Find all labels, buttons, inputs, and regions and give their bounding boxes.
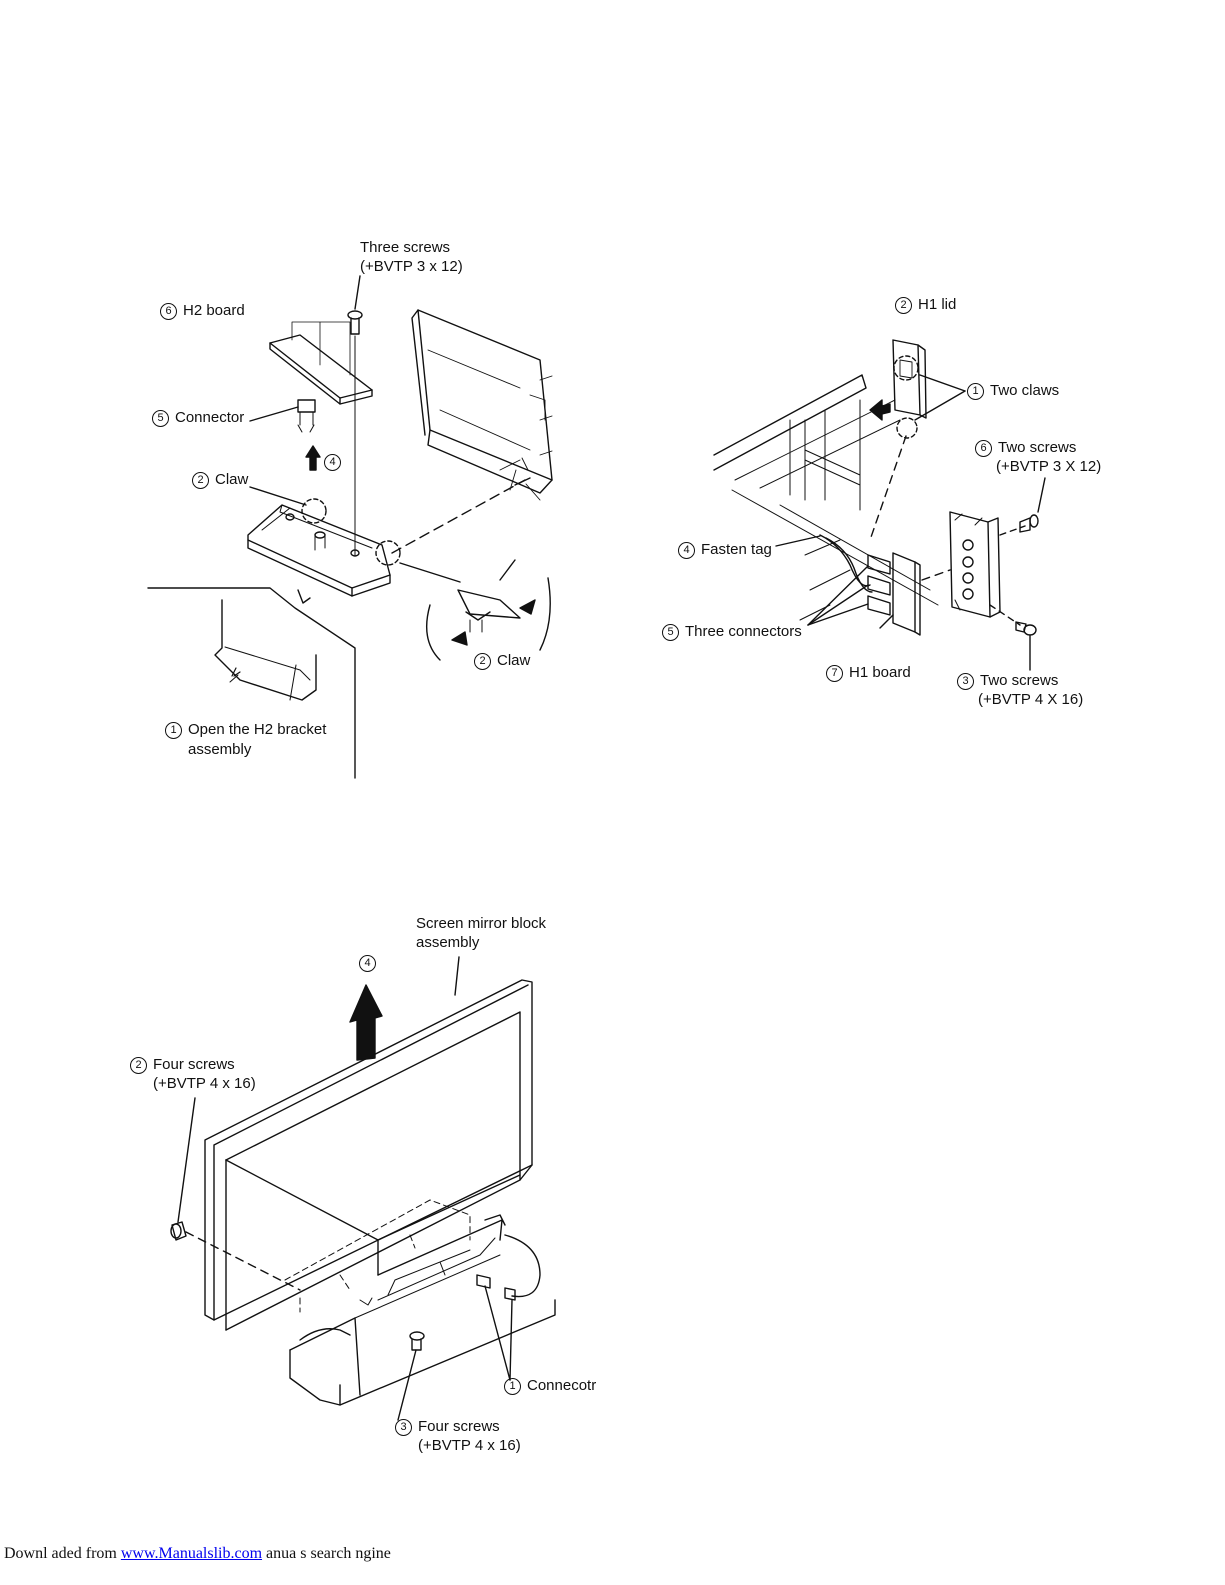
two-screws-text: Two screws <box>998 439 1077 456</box>
label-mirror-arrow-step: 4 <box>359 953 382 972</box>
step-number: 4 <box>324 454 341 471</box>
footer-prefix: Downl aded from <box>4 1545 121 1562</box>
h1-board-text: H1 board <box>849 664 911 681</box>
label-open-bracket-2: assembly <box>188 740 251 759</box>
h2-board-diagram <box>147 275 553 779</box>
claw-text: Claw <box>497 652 531 669</box>
four-screws-spec-text: (+BVTP 4 x 16) <box>153 1075 256 1092</box>
label-four-screws-bottom: 3 Four screws <box>395 1417 500 1436</box>
footer: Downl aded from www.Manualslib.com anua … <box>4 1545 391 1563</box>
step-number: 4 <box>359 955 376 972</box>
fasten-tag-text: Fasten tag <box>701 541 772 558</box>
step-number: 6 <box>160 303 177 320</box>
step-number: 7 <box>826 665 843 682</box>
label-four-screws-left-spec: (+BVTP 4 x 16) <box>153 1074 256 1093</box>
connector-text: Connecotr <box>527 1377 597 1394</box>
label-two-screws-top: 6 Two screws <box>975 438 1076 457</box>
step-number: 5 <box>662 624 679 641</box>
h2-board-text: H2 board <box>183 302 245 319</box>
label-open-bracket: 1 Open the H2 bracket <box>165 720 326 739</box>
four-screws-text: Four screws <box>153 1056 235 1073</box>
label-arrow-step: 4 <box>324 452 347 471</box>
step-number: 3 <box>957 673 974 690</box>
step-number: 2 <box>192 472 209 489</box>
step-number: 1 <box>504 1378 521 1395</box>
step-number: 1 <box>967 383 984 400</box>
label-two-screws-top-spec: (+BVTP 3 X 12) <box>996 457 1101 476</box>
h1-board-diagram <box>713 339 1046 671</box>
three-screws-spec-text: (+BVTP 3 x 12) <box>360 258 463 275</box>
two-screws-text: Two screws <box>980 672 1059 689</box>
label-mirror-block: Screen mirror block <box>416 914 546 933</box>
label-h2-board: 6 H2 board <box>160 301 245 320</box>
label-mirror-block-2: assembly <box>416 933 479 952</box>
label-connector-mirror: 1 Connecotr <box>504 1376 596 1395</box>
label-fasten-tag: 4 Fasten tag <box>678 540 772 559</box>
label-three-screws-spec: (+BVTP 3 x 12) <box>360 257 463 276</box>
step-number: 2 <box>474 653 491 670</box>
three-screws-text: Three screws <box>360 239 451 256</box>
mirror-block-text-2: assembly <box>416 934 480 951</box>
four-screws-spec-text: (+BVTP 4 x 16) <box>418 1437 521 1454</box>
two-screws-spec-text: (+BVTP 4 X 16) <box>978 691 1084 708</box>
h1-lid-text: H1 lid <box>918 296 957 313</box>
two-screws-spec-text: (+BVTP 3 X 12) <box>996 458 1102 475</box>
step-number: 4 <box>678 542 695 559</box>
label-three-connectors: 5 Three connectors <box>662 622 802 641</box>
two-claws-text: Two claws <box>990 382 1060 399</box>
label-four-screws-left: 2 Four screws <box>130 1055 235 1074</box>
step-number: 2 <box>895 297 912 314</box>
three-connectors-text: Three connectors <box>685 623 802 640</box>
step-number: 2 <box>130 1057 147 1074</box>
four-screws-text: Four screws <box>418 1418 500 1435</box>
screen-mirror-diagram <box>170 956 556 1421</box>
claw-text: Claw <box>215 471 249 488</box>
open-bracket-text-2: assembly <box>188 741 252 758</box>
manualslib-link[interactable]: www.Manualslib.com <box>120 1545 263 1562</box>
label-claw-top: 2 Claw <box>192 470 248 489</box>
step-number: 3 <box>395 1419 412 1436</box>
step-number: 5 <box>152 410 169 427</box>
label-h1-board: 7 H1 board <box>826 663 911 682</box>
label-connector: 5 Connector <box>152 408 244 427</box>
open-bracket-text: Open the H2 bracket <box>188 721 327 738</box>
label-three-screws: Three screws <box>360 238 450 257</box>
label-h1-lid: 2 H1 lid <box>895 295 956 314</box>
label-four-screws-bottom-spec: (+BVTP 4 x 16) <box>418 1436 521 1455</box>
footer-suffix: anua s search ngine <box>262 1545 391 1562</box>
connector-text: Connector <box>175 409 245 426</box>
mirror-block-text: Screen mirror block <box>416 915 547 932</box>
label-two-screws-bottom-spec: (+BVTP 4 X 16) <box>978 690 1083 709</box>
label-two-screws-bottom: 3 Two screws <box>957 671 1058 690</box>
label-two-claws: 1 Two claws <box>967 381 1059 400</box>
step-number: 6 <box>975 440 992 457</box>
label-claw-bottom: 2 Claw <box>474 651 530 670</box>
step-number: 1 <box>165 722 182 739</box>
